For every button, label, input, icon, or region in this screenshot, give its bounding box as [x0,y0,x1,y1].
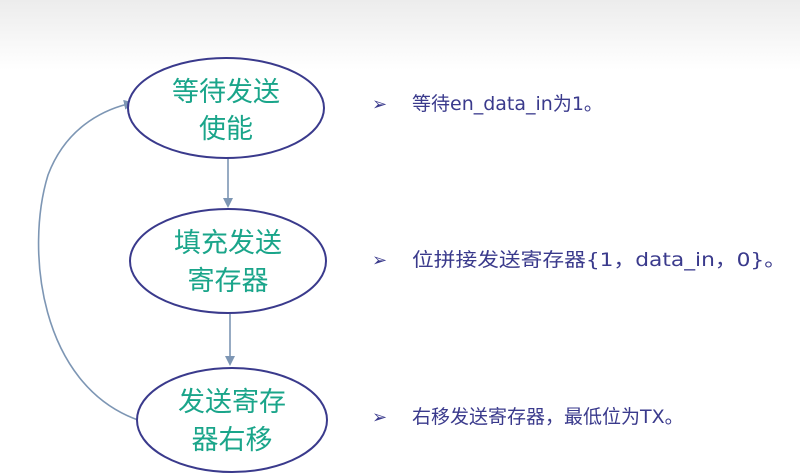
bullet-item-1: ➢ 等待en_data_in为1。 [372,93,603,115]
node-fill-register-line2: 寄存器 [188,266,269,297]
bullet-item-2: ➢ 位拼接发送寄存器{1，data_in，0}。 [372,249,786,271]
bullet-arrow-icon: ➢ [372,94,387,115]
node-shift-register-line1: 发送寄存 [178,387,286,418]
node-wait-enable-line1: 等待发送 [172,77,280,108]
bullet-item-3: ➢ 右移发送寄存器，最低位为TX。 [372,406,684,428]
node-wait-enable-line2: 使能 [199,114,253,145]
node-wait-enable: 等待发送 使能 [127,57,325,159]
bullet-text-1: 等待en_data_in为1。 [412,93,603,115]
bullet-text-3: 右移发送寄存器，最低位为TX。 [412,406,684,428]
node-shift-register-ellipse [136,367,328,473]
bullet-arrow-icon: ➢ [372,407,387,428]
node-fill-register-ellipse [129,208,327,314]
node-shift-register-line2: 器右移 [192,425,273,456]
node-fill-register: 填充发送 寄存器 [129,208,327,314]
arrow-loop-back [37,99,139,421]
node-wait-enable-ellipse [127,57,325,159]
bullet-arrow-icon: ➢ [372,250,387,271]
bullet-text-2: 位拼接发送寄存器{1，data_in，0}。 [412,249,786,271]
node-fill-register-line1: 填充发送 [174,228,282,259]
node-shift-register: 发送寄存 器右移 [136,367,328,473]
